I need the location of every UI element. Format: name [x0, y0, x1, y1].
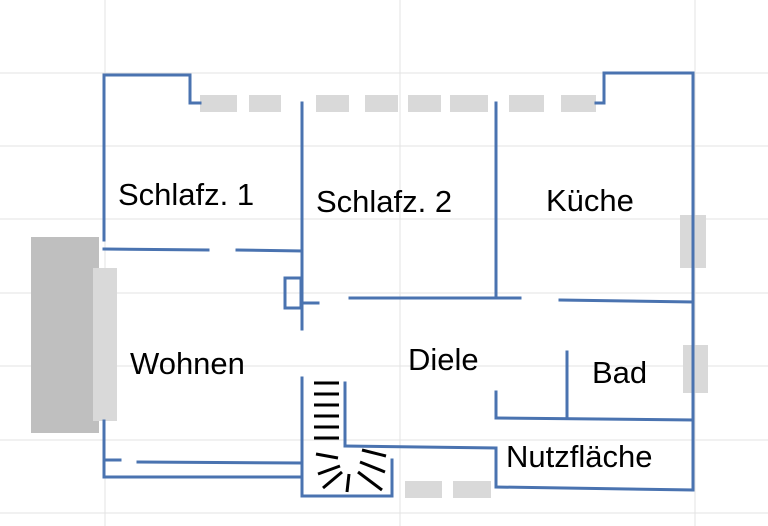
- stair-step: [317, 464, 341, 476]
- chimney: [283, 276, 303, 310]
- wall: [558, 298, 695, 304]
- window: [561, 95, 596, 112]
- window: [408, 95, 441, 112]
- balcony: [31, 237, 99, 433]
- room-label-kueche: Küche: [546, 183, 634, 218]
- wall: [235, 248, 304, 253]
- wall: [343, 444, 498, 450]
- walls: [102, 71, 695, 498]
- window: [405, 481, 442, 498]
- room-label-bad: Bad: [592, 355, 647, 390]
- stair-step: [322, 470, 343, 490]
- room-label-schlafz1: Schlafz. 1: [118, 177, 254, 212]
- window: [509, 95, 544, 112]
- room-label-wohnen: Wohnen: [130, 346, 245, 381]
- window: [316, 95, 349, 112]
- staircase: [314, 381, 387, 493]
- room-label-nutzflaeche: Nutzfläche: [506, 439, 652, 474]
- outer-wall-bottom: [494, 485, 695, 492]
- window: [249, 95, 281, 112]
- room-labels: Schlafz. 1 Schlafz. 2 Küche Wohnen Diele…: [118, 177, 652, 474]
- window: [200, 95, 237, 112]
- wall: [102, 247, 210, 252]
- stair-step: [361, 448, 387, 458]
- window: [450, 95, 488, 112]
- outer-wall-top-left: [102, 73, 202, 242]
- wall: [136, 460, 304, 465]
- window: [683, 345, 708, 393]
- window: [453, 481, 491, 498]
- wall: [494, 416, 695, 422]
- window: [93, 268, 117, 421]
- stair-step: [315, 452, 339, 460]
- stair-step: [345, 473, 351, 493]
- outer-wall-top-right: [594, 71, 695, 492]
- window: [365, 95, 398, 112]
- stair-step: [357, 470, 383, 492]
- room-label-diele: Diele: [408, 342, 479, 377]
- room-label-schlafz2: Schlafz. 2: [316, 184, 452, 219]
- stair-step: [359, 460, 386, 474]
